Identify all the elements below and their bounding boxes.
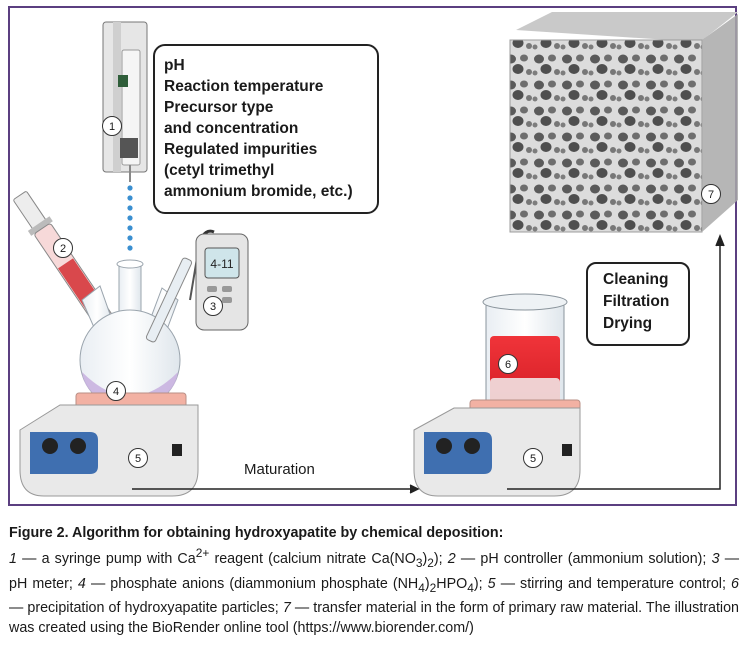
figure-caption: Figure 2. Algorithm for obtaining hydrox… xyxy=(9,523,739,639)
parameter-line: (cetyl trimethyl xyxy=(164,162,275,179)
caption-text: — pH controller (ammonium solution); xyxy=(455,551,712,568)
caption-subscript: 3 xyxy=(415,556,423,571)
caption-text: — pH meter; xyxy=(9,551,739,592)
process-arrows xyxy=(132,233,725,494)
caption-text: — stirring and temperature control; xyxy=(495,575,732,592)
parameter-line: Regulated impurities xyxy=(164,141,318,158)
ph-meter-icon: 4-11 xyxy=(145,229,249,343)
caption-text: ); xyxy=(473,575,488,592)
marker-4: 4 xyxy=(106,381,126,401)
caption-superscript: 2+ xyxy=(195,546,210,561)
marker-2: 2 xyxy=(53,238,73,258)
marker-5a: 5 xyxy=(128,448,148,468)
caption-item-number: 1 xyxy=(9,551,17,568)
process-step-line: Cleaning xyxy=(603,271,669,288)
process-step-line: Drying xyxy=(603,315,653,332)
caption-text: HPO xyxy=(436,575,468,592)
three-neck-flask-icon xyxy=(79,259,181,411)
marker-1: 1 xyxy=(102,116,122,136)
parameter-line: and concentration xyxy=(164,120,299,137)
caption-text: ) xyxy=(424,575,430,592)
caption-text: — precipitation of hydroxyapatite partic… xyxy=(9,599,283,616)
caption-text: — transfer material in the form of prima… xyxy=(9,599,739,637)
caption-subscript: 4 xyxy=(467,580,474,595)
porous-hydroxyapatite-cube-icon xyxy=(509,12,738,233)
hotplate-stirrer-2-icon xyxy=(413,399,581,497)
caption-item-number: 2 xyxy=(447,551,456,568)
maturation-label: Maturation xyxy=(244,461,315,478)
reaction-parameters-box xyxy=(153,44,379,214)
caption-subscript: 2 xyxy=(429,580,437,595)
marker-6: 6 xyxy=(498,354,518,374)
caption-item-number: 7 xyxy=(282,599,291,616)
parameter-line: Reaction temperature xyxy=(164,78,324,95)
syringe-pump-icon xyxy=(102,21,148,182)
caption-subscript: 4 xyxy=(418,580,425,595)
parameter-line: ammonium bromide, etc.) xyxy=(164,183,353,200)
illustration: 4-11 xyxy=(13,12,738,497)
caption-text: — a syringe pump with Ca xyxy=(16,551,196,568)
caption-body: 1 — a syringe pump with Ca2+ reagent (ca… xyxy=(9,547,739,637)
post-processing-box xyxy=(586,262,690,346)
hotplate-stirrer-1-icon xyxy=(19,392,199,497)
caption-text: reagent (calcium nitrate Ca(NO xyxy=(209,551,416,568)
caption-item-number: 4 xyxy=(77,575,86,592)
caption-text: ); xyxy=(433,551,448,568)
parameter-line: Precursor type xyxy=(164,99,274,116)
caption-text: ) xyxy=(422,551,428,568)
parameter-line: pH xyxy=(164,57,185,74)
caption-item-number: 3 xyxy=(711,551,720,568)
ph-display-text: 4-11 xyxy=(210,257,233,271)
caption-item-number: 6 xyxy=(731,575,739,592)
caption-text: — phosphate anions (diammonium phosphate… xyxy=(85,575,419,592)
caption-subscript: 2 xyxy=(427,556,434,571)
caption-title: Figure 2. Algorithm for obtaining hydrox… xyxy=(9,525,504,541)
process-step-line: Filtration xyxy=(603,293,670,310)
marker-7: 7 xyxy=(701,184,721,204)
droplet-stream xyxy=(127,185,133,251)
marker-3: 3 xyxy=(203,296,223,316)
beaker-icon xyxy=(482,293,568,411)
caption-item-number: 5 xyxy=(487,575,496,592)
marker-5b: 5 xyxy=(523,448,543,468)
